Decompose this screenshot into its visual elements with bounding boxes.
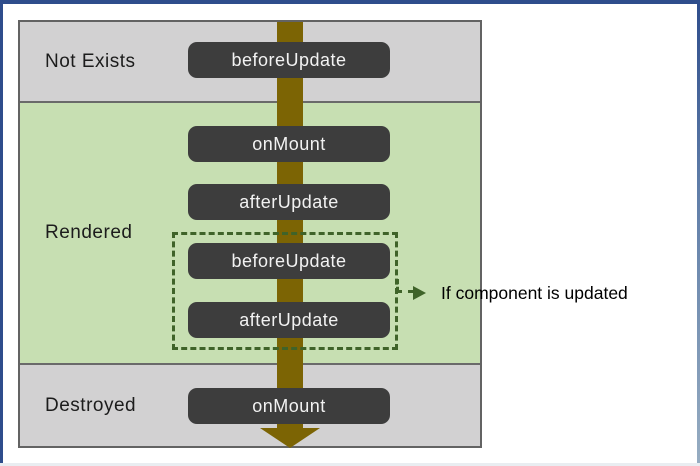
flow-arrow-bar xyxy=(277,22,303,428)
flow-arrow-down-icon xyxy=(260,428,320,448)
band-label-destroyed: Destroyed xyxy=(45,394,137,416)
band-label-rendered: Rendered xyxy=(45,222,133,243)
annotation-connector-stub xyxy=(396,279,399,292)
hook-pill-afterupdate-1: afterUpdate xyxy=(188,184,390,220)
hook-pill-onmount-2: onMount xyxy=(188,388,390,424)
annotation-connector-line xyxy=(396,290,414,293)
update-loop-dashed-box xyxy=(172,232,398,350)
hook-pill-afterupdate-2: afterUpdate xyxy=(188,302,390,338)
hook-pill-beforeupdate-2: beforeUpdate xyxy=(188,243,390,279)
frame-border-bottom xyxy=(0,463,700,466)
annotation-arrow-right-icon xyxy=(413,286,426,300)
band-label-not-exists: Not Exists xyxy=(45,50,136,72)
frame-border-top xyxy=(0,0,700,4)
annotation-label: If component is updated xyxy=(441,283,628,303)
hook-pill-onmount-1: onMount xyxy=(188,126,390,162)
hook-pill-beforeupdate-1: beforeUpdate xyxy=(188,42,390,78)
frame-border-left xyxy=(0,0,3,466)
frame-border-right xyxy=(697,0,700,466)
